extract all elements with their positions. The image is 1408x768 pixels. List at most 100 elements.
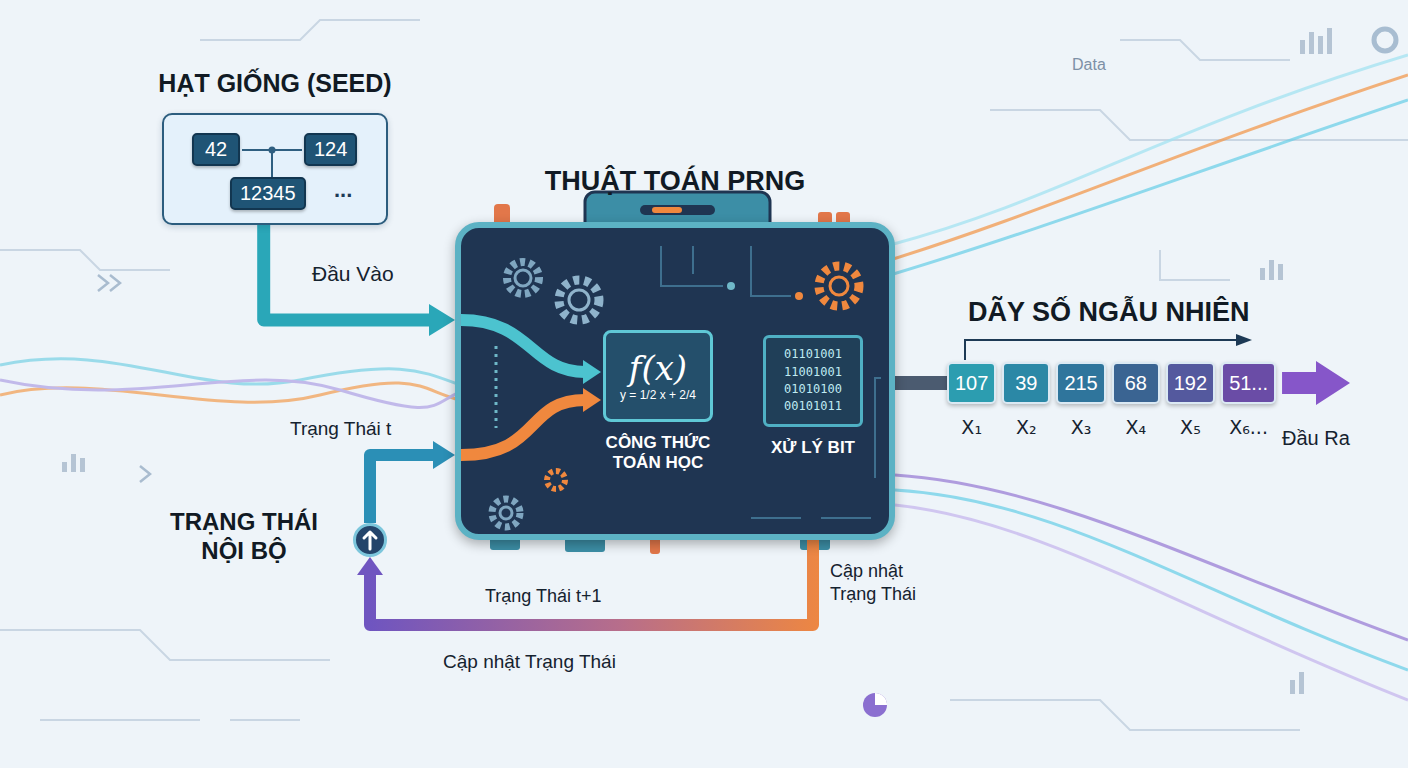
chevron-icon bbox=[98, 275, 120, 291]
seed-value: 42 bbox=[192, 133, 240, 166]
circuit-trace bbox=[0, 250, 170, 270]
gear bbox=[500, 507, 512, 519]
sequence-value: 107X₁ bbox=[947, 362, 996, 404]
seq-x-text: X₅ bbox=[1180, 416, 1201, 438]
arrow-head bbox=[357, 557, 383, 575]
bar-icon bbox=[1300, 40, 1305, 54]
bar-icon bbox=[1260, 268, 1265, 280]
bar-icon bbox=[1278, 264, 1283, 280]
circuit-trace bbox=[692, 246, 694, 274]
flow-wave bbox=[0, 380, 460, 407]
sequence-arrow-head bbox=[1236, 334, 1252, 346]
sequence-value: 51...X₆... bbox=[1221, 362, 1276, 404]
flow-wave bbox=[895, 505, 1408, 700]
seed-link-line bbox=[242, 150, 302, 177]
circuit-trace bbox=[1120, 40, 1290, 60]
machine-handle-slot bbox=[640, 205, 715, 215]
bar-icon bbox=[1299, 672, 1304, 694]
flow-wave bbox=[890, 55, 1408, 245]
update-label: Cập nhật Trạng Thái bbox=[443, 650, 616, 674]
ring-icon bbox=[1374, 29, 1396, 51]
circuit-dot bbox=[795, 292, 803, 300]
bar-icon bbox=[1318, 36, 1323, 54]
arrow-head bbox=[433, 441, 455, 469]
connector-group bbox=[895, 383, 947, 384]
state-head-text: TRẠNG THÁI NỘI BỘ bbox=[154, 508, 334, 566]
sequence-value: 215X₃ bbox=[1056, 362, 1105, 404]
gear bbox=[515, 270, 531, 286]
inner-flow-arrow bbox=[461, 400, 585, 455]
formula-box: f(x)y = 1/2 x + 2/4CÔNG THỨC TOÁN HỌC bbox=[603, 330, 713, 422]
circuit-trace bbox=[0, 630, 330, 660]
flow-wave bbox=[895, 490, 1408, 670]
cap-text: XỬ LÝ BIT bbox=[738, 438, 888, 458]
pie-icon bbox=[863, 693, 887, 717]
inner-flow-arrow bbox=[461, 320, 585, 372]
gear bbox=[569, 290, 589, 310]
dotted-line bbox=[495, 346, 498, 428]
flow-wave bbox=[890, 100, 1408, 275]
flow-wave bbox=[0, 383, 460, 402]
sequence-value: 68X₄ bbox=[1112, 362, 1160, 404]
update-label: Cập nhật Trạng Thái bbox=[830, 560, 945, 605]
seq-x-text: X₂ bbox=[1016, 416, 1037, 438]
arrow-head bbox=[429, 304, 455, 336]
circuit-trace bbox=[875, 378, 881, 478]
circuit-dot bbox=[727, 282, 735, 290]
state-circle: TRẠNG THÁI NỘI BỘ bbox=[353, 523, 387, 557]
sequence-value: 39X₂ bbox=[1002, 362, 1050, 404]
sequence-arrow bbox=[965, 340, 1236, 360]
seq-x-text: X₄ bbox=[1125, 416, 1146, 438]
circuit-trace bbox=[40, 719, 300, 721]
chip-t-text: 42 bbox=[205, 138, 227, 161]
cap-text: CÔNG THỨC TOÁN HỌC bbox=[583, 433, 733, 474]
gear bbox=[492, 499, 520, 527]
chip-t-text: 12345 bbox=[240, 182, 296, 205]
seed-panel: HẠT GIỐNG (SEED)...4212412345 bbox=[162, 113, 388, 225]
formula-text: y = 1/2 x + 2/4 bbox=[620, 388, 696, 402]
bar-icon bbox=[1290, 680, 1295, 694]
inner-flow-head bbox=[583, 388, 601, 412]
seed-value: 124 bbox=[304, 133, 357, 166]
seq-x-text: X₃ bbox=[1071, 416, 1092, 438]
circuit-trace bbox=[661, 246, 723, 286]
machine-handle-light bbox=[652, 207, 682, 213]
connector-group bbox=[370, 441, 455, 523]
gear bbox=[507, 262, 539, 294]
chevron-icon bbox=[140, 466, 150, 482]
seed-head-text: HẠT GIỐNG (SEED) bbox=[158, 69, 391, 98]
inner-flow-head bbox=[583, 360, 601, 384]
circuit-trace bbox=[200, 20, 420, 40]
seq-num-text: 215 bbox=[1064, 372, 1097, 395]
output-arrow bbox=[1282, 361, 1350, 405]
output-label: Đầu Ra bbox=[1282, 426, 1350, 451]
edge-label: Đầu Vào bbox=[312, 262, 394, 286]
seed-value: 12345 bbox=[230, 177, 306, 210]
edge-label: Trạng Thái t bbox=[290, 418, 391, 440]
gear bbox=[547, 471, 565, 489]
seq-num-text: 39 bbox=[1015, 372, 1037, 395]
bit-box: 01101001 11001001 01010100 00101011XỬ LÝ… bbox=[763, 335, 863, 427]
sequence-value: 192X₅ bbox=[1166, 362, 1215, 404]
circuit-trace bbox=[950, 700, 1300, 730]
bar-icon bbox=[71, 454, 76, 472]
seed-dots-text: ... bbox=[334, 177, 352, 203]
sequence-heading: DÃY SỐ NGẪU NHIÊN bbox=[968, 296, 1250, 330]
gear bbox=[559, 280, 599, 320]
connector bbox=[370, 455, 436, 523]
seq-num-text: 51... bbox=[1229, 372, 1268, 395]
connector-group bbox=[264, 225, 455, 336]
bar-icon bbox=[1327, 28, 1332, 54]
circuit-trace bbox=[751, 517, 871, 519]
up-arrow bbox=[364, 532, 376, 549]
bar-icon bbox=[1309, 32, 1314, 54]
pie-icon bbox=[875, 693, 887, 705]
gear bbox=[819, 266, 859, 306]
watermark-label: Data bbox=[1072, 55, 1106, 75]
connector bbox=[264, 225, 433, 320]
circuit-trace bbox=[990, 110, 1408, 140]
seq-x-text: X₁ bbox=[961, 416, 982, 438]
bar-icon bbox=[1269, 260, 1274, 280]
seq-x-text: X₆... bbox=[1229, 416, 1268, 438]
gear bbox=[830, 277, 848, 295]
